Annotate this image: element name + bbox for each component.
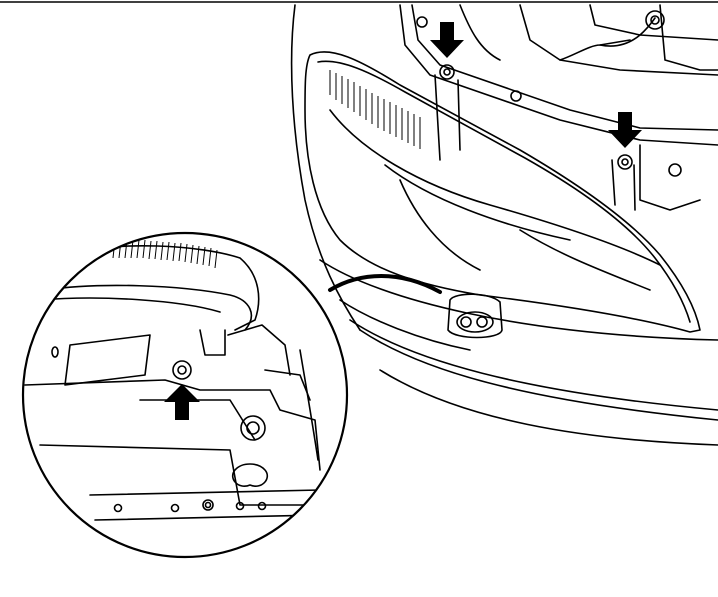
arrow-up-icon xyxy=(164,384,200,420)
washer-nozzle xyxy=(447,293,503,339)
headlamp-unit xyxy=(304,51,701,333)
arrow-down-icon xyxy=(430,22,464,58)
vehicle-front-view xyxy=(290,4,718,446)
upper-left-bolt xyxy=(439,64,455,80)
upper-right-bolt xyxy=(617,154,633,170)
engine-bay-structure xyxy=(399,4,718,211)
detail-view xyxy=(21,231,349,559)
detail-leader-line xyxy=(328,274,442,294)
arrow-down-icon xyxy=(608,112,642,148)
lower-bracket-bolt xyxy=(172,360,192,380)
